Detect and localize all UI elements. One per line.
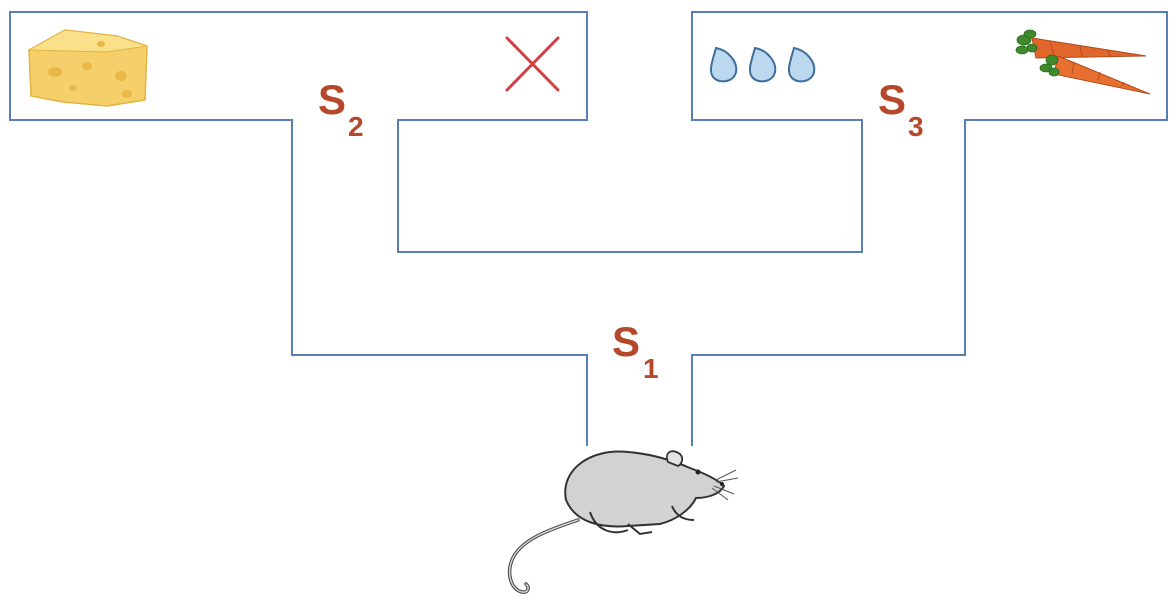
state-label-s2: S 2 [318, 76, 364, 142]
state-s3-subscript: 3 [908, 111, 924, 142]
maze-walls [9, 11, 1168, 446]
state-s2-subscript: 2 [348, 111, 364, 142]
state-s1-letter: S [612, 318, 640, 365]
carrots-icon [1015, 29, 1151, 95]
cross-icon [505, 36, 560, 92]
state-s3-letter: S [878, 76, 906, 123]
state-s1-subscript: 1 [643, 353, 659, 384]
left-arm-outer-wall [9, 11, 1168, 446]
state-s2-letter: S [318, 76, 346, 123]
state-label-s3: S 3 [878, 76, 924, 142]
state-label-s1: S 1 [612, 318, 659, 384]
cheese-icon [27, 29, 148, 107]
water-drops-icon [709, 46, 816, 83]
rat-icon [507, 450, 739, 594]
